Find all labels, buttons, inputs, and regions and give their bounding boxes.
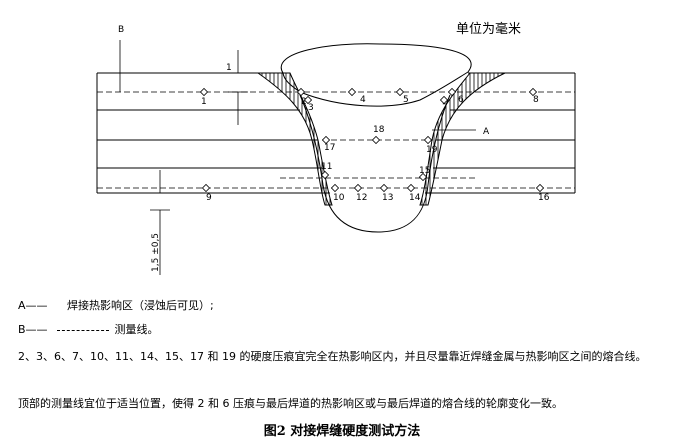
- test-point-label-9: 9: [206, 193, 212, 203]
- test-point-marker-14: [406, 183, 416, 193]
- test-point-marker-12: [353, 183, 363, 193]
- note-line-1: 2、3、6、7、10、11、14、15、17 和 19 的硬度压痕宜完全在热影响…: [18, 350, 647, 363]
- test-point-label-13: 13: [382, 193, 393, 203]
- test-point-label-14: 14: [409, 193, 421, 203]
- weld-root: [299, 94, 451, 233]
- legend-b: B—— 测量线。: [18, 321, 159, 337]
- test-point-marker-13: [379, 183, 389, 193]
- test-point-label-3: 3: [308, 103, 314, 113]
- test-point-label-16: 16: [538, 193, 550, 203]
- dimension-top-offset: 1: [226, 63, 232, 73]
- test-point-marker-3: [303, 95, 313, 105]
- weld-cap: [280, 43, 472, 107]
- figure-caption: 图2 对接焊缝硬度测试方法: [263, 424, 421, 439]
- test-point-marker-16: [535, 183, 545, 193]
- test-point-label-17: 17: [324, 143, 335, 153]
- note-line-2: 顶部的测量线宜位于适当位置，使得 2 和 6 压痕与最后焊道的热影响区或与最后焊…: [18, 397, 563, 410]
- test-point-marker-5: [395, 87, 405, 97]
- callout-a: A: [483, 127, 490, 137]
- test-point-label-10: 10: [333, 193, 345, 203]
- test-point-marker-7: [439, 95, 449, 105]
- test-point-marker-9: [201, 183, 211, 193]
- legend-a: A—— 焊接热影响区（浸蚀后可见）;: [18, 297, 214, 313]
- test-point-marker-1: [199, 87, 209, 97]
- test-point-marker-19: [423, 135, 433, 145]
- test-point-label-4: 4: [360, 95, 366, 105]
- test-point-marker-11: [320, 170, 330, 180]
- legend-dash-line: [57, 329, 110, 331]
- test-point-label-18: 18: [373, 125, 385, 135]
- test-point-label-11: 11: [321, 162, 332, 172]
- dimension-bottom-offset: 1,5 ±0,5: [151, 233, 161, 272]
- test-point-marker-8: [528, 87, 538, 97]
- test-point-label-1: 1: [201, 97, 207, 107]
- test-point-marker-17: [321, 135, 331, 145]
- test-point-label-5: 5: [403, 95, 409, 105]
- callout-b: B: [118, 25, 124, 35]
- test-point-label-15: 15: [419, 166, 430, 176]
- test-point-label-2: 2: [301, 97, 307, 107]
- test-point-label-12: 12: [356, 193, 367, 203]
- test-point-marker-18: [371, 135, 381, 145]
- test-point-marker-15: [418, 172, 428, 182]
- test-point-marker-4: [347, 87, 357, 97]
- test-point-marker-6: [447, 87, 457, 97]
- test-point-marker-2: [296, 87, 306, 97]
- legend-b-text: 测量线。: [114, 323, 159, 336]
- test-point-label-7: 7: [442, 103, 448, 113]
- unit-label: 单位为毫米: [456, 22, 522, 37]
- test-point-label-19: 19: [426, 145, 438, 155]
- legend-b-key: B——: [18, 323, 48, 336]
- test-point-label-6: 6: [458, 95, 464, 105]
- test-point-label-8: 8: [533, 95, 539, 105]
- dimension-lines: [119, 40, 476, 275]
- legend-a-text: 焊接热影响区（浸蚀后可见）;: [67, 299, 214, 312]
- legend-a-key: A——: [18, 299, 48, 312]
- test-point-marker-10: [330, 183, 340, 193]
- plate-outline: [96, 72, 576, 194]
